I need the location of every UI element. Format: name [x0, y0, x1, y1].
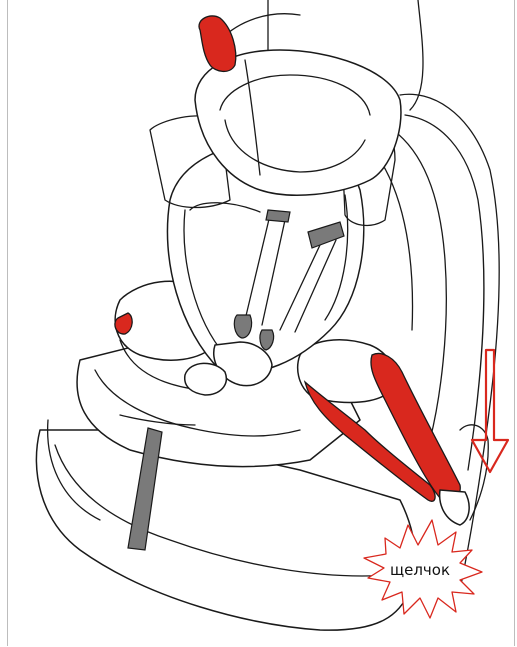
child-seat-body	[36, 50, 415, 630]
click-label: щелчок	[390, 561, 450, 579]
down-arrow-icon	[472, 350, 508, 472]
top-tether-hook	[199, 16, 236, 71]
